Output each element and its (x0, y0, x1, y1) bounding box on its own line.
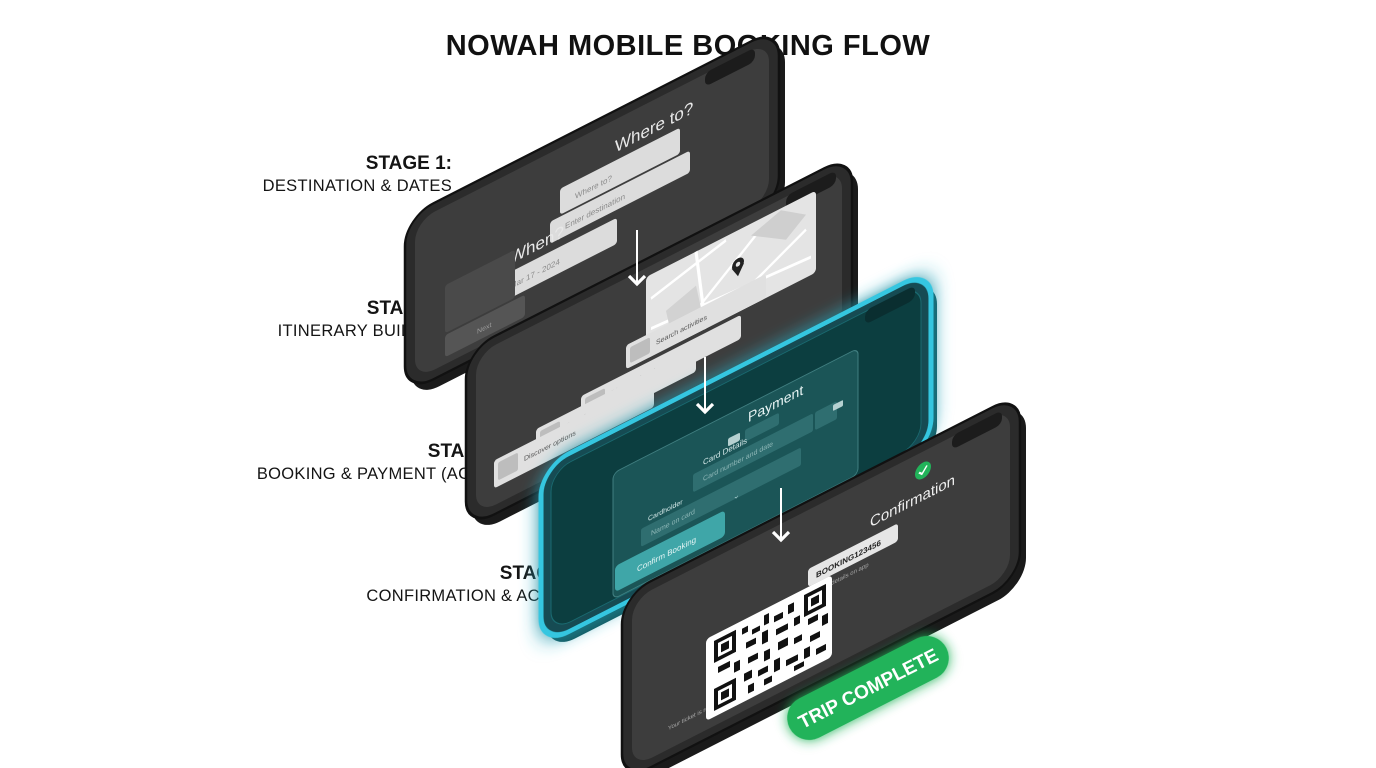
phone-1-date-input[interactable] (497, 218, 617, 305)
stage-3-description: BOOKING & PAYMENT (ACTIVE) (256, 465, 514, 483)
check-icon (915, 461, 931, 480)
card-icon (728, 433, 740, 446)
phone-1-next-button[interactable] (445, 295, 525, 358)
phone-1-destination-input[interactable] (550, 150, 690, 243)
page-title: NOWAH MOBILE BOOKING FLOW (445, 30, 931, 62)
qr-code (706, 576, 832, 720)
stage-4-description: CONFIRMATION & ACCESS (366, 587, 586, 605)
map-pin-icon (732, 257, 744, 277)
phone-3-card-input[interactable] (693, 413, 813, 492)
flow-arrows (627, 230, 791, 543)
qr-code-pattern (714, 583, 828, 711)
phone-3-expiry-input[interactable] (815, 401, 837, 430)
chevron-down-icon: ⌄ (733, 489, 740, 502)
phone-1-panel (445, 250, 515, 333)
stage-1-title: STAGE 1: (365, 153, 452, 174)
phone-3-payment-card (612, 350, 859, 598)
phone-1-notch (705, 49, 755, 85)
phone-3-screen: Payment Card Details Card number and dat… (612, 350, 859, 598)
phone-2-notch (786, 172, 836, 208)
phone-3-confirm-button[interactable] (615, 510, 725, 592)
card-icon (833, 400, 843, 411)
phone-1-where-input[interactable] (560, 128, 680, 215)
phone-4-notch (952, 412, 1002, 448)
stage-1-label: STAGE 1: DESTINATION & DATES (263, 153, 452, 197)
phone-3-name-input[interactable] (641, 447, 801, 547)
phone-3-notch (865, 287, 915, 323)
phone-4-booking-code-badge (808, 524, 898, 586)
stage-1-description: DESTINATION & DATES (262, 177, 452, 195)
